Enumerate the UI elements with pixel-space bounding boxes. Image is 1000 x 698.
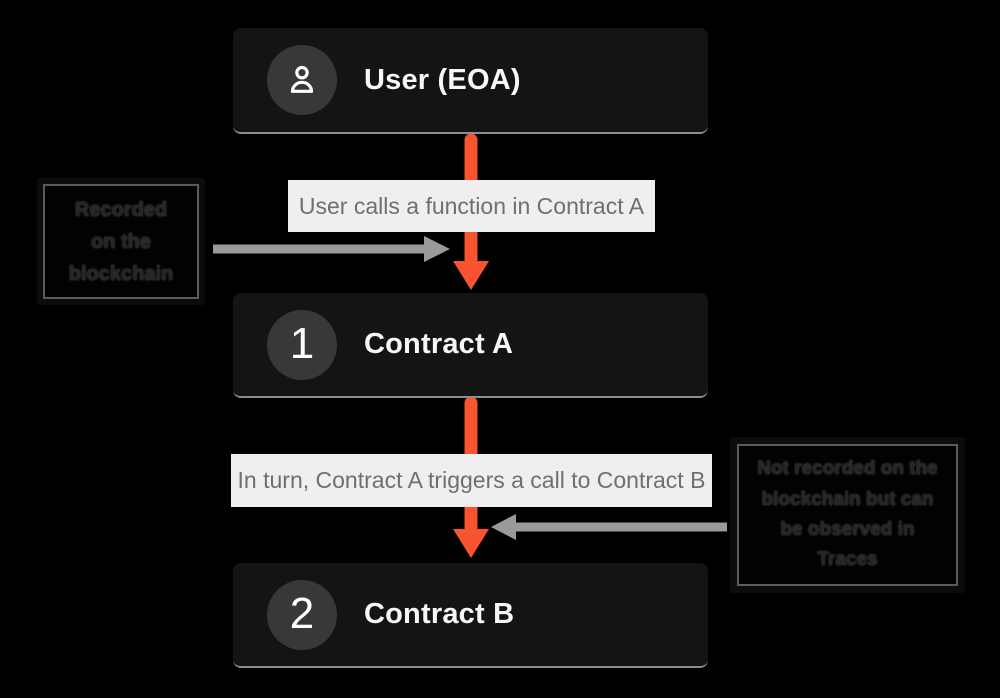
node-contract-a: 1 Contract A <box>233 293 708 398</box>
callout-right-text: Not recorded on the blockchain but can b… <box>757 458 938 571</box>
gray-arrow-right-icon <box>491 514 727 540</box>
step-2-number: 2 <box>289 588 315 638</box>
user-avatar-circle <box>267 45 337 115</box>
gray-arrow-left-icon <box>213 236 450 262</box>
node-user-eoa: User (EOA) <box>233 28 708 134</box>
step-1-number: 1 <box>289 318 315 368</box>
node-title-contract-b: Contract B <box>364 598 515 630</box>
node-title-user: User (EOA) <box>364 63 521 96</box>
node-title-contract-a: Contract A <box>364 328 514 360</box>
callout-left-text: Recorded on the blockchain <box>68 198 174 285</box>
orange-arrow-a-to-b-icon <box>453 396 489 558</box>
orange-arrow-user-to-a-icon <box>453 133 489 290</box>
step-1-circle: 1 <box>267 309 337 380</box>
flow-label-user-calls: User calls a function in Contract A <box>288 180 655 232</box>
step-2-circle: 2 <box>267 579 337 650</box>
callout-recorded-on-blockchain: Recorded on the blockchain <box>37 178 205 305</box>
node-contract-b: 2 Contract B <box>233 563 708 668</box>
flow-label-contract-a-triggers: In turn, Contract A triggers a call to C… <box>231 454 712 507</box>
person-icon <box>290 65 314 93</box>
callout-not-recorded-traces: Not recorded on the blockchain but can b… <box>730 437 965 593</box>
